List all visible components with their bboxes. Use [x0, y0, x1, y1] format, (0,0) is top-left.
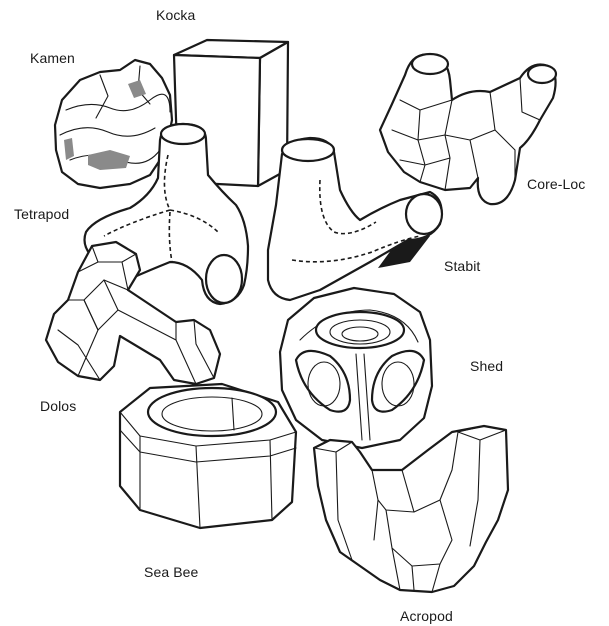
label-kocka: Kocka [156, 7, 195, 23]
kamen-rock [55, 60, 172, 188]
sea-bee-unit [120, 384, 296, 528]
acropod-unit [314, 426, 508, 592]
label-shed: Shed [470, 358, 503, 374]
label-acropod: Acropod [400, 608, 453, 624]
shed-unit [280, 288, 432, 448]
label-sea-bee: Sea Bee [144, 564, 198, 580]
label-dolos: Dolos [40, 398, 76, 414]
label-core-loc: Core-Loc [527, 176, 585, 192]
label-stabit: Stabit [444, 258, 480, 274]
label-tetrapod: Tetrapod [14, 206, 69, 222]
label-kamen: Kamen [30, 50, 75, 66]
